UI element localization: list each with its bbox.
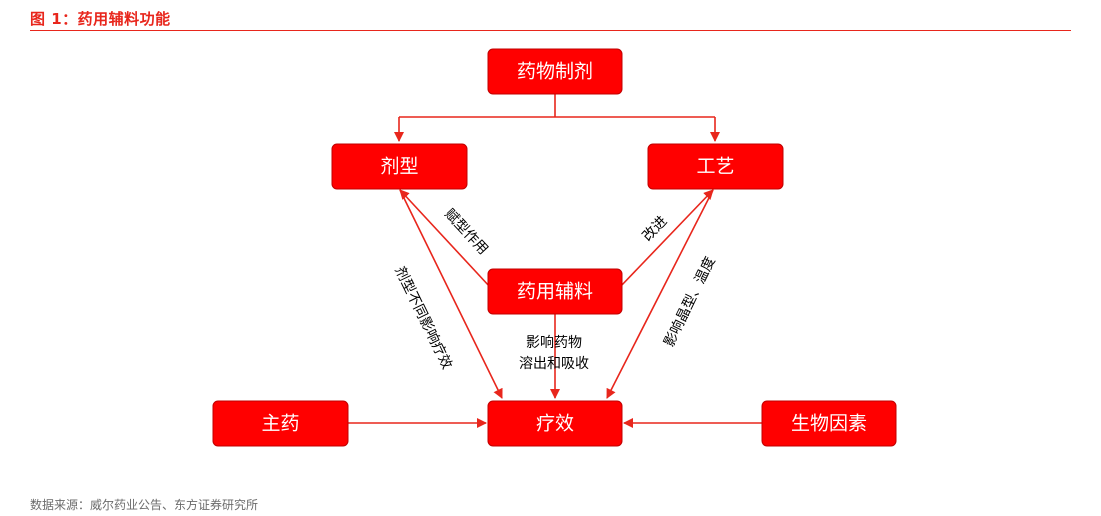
title-divider [30, 30, 1071, 31]
node-bio-factors: 生物因素 [761, 400, 897, 447]
figure-title: 图 1：药用辅料功能 [30, 10, 171, 28]
node-process-label: 工艺 [696, 156, 734, 178]
edge-process-to-efficacy [606, 189, 714, 399]
node-excipient-label: 药用辅料 [517, 281, 593, 303]
label-dissolution-line1: 影响药物 [526, 335, 582, 351]
label-dissolution-line2: 溶出和吸收 [519, 356, 589, 372]
label-form-affects: 剂型不同影响疗效 [391, 264, 454, 372]
node-main-drug-label: 主药 [261, 413, 299, 435]
node-dosage-form-label: 剂型 [380, 156, 418, 178]
node-excipient: 药用辅料 [487, 268, 623, 315]
node-process: 工艺 [647, 143, 784, 190]
node-dosage-product-label: 药物制剂 [517, 61, 593, 83]
node-efficacy: 疗效 [487, 400, 623, 447]
node-bio-factors-label: 生物因素 [791, 413, 867, 435]
edge-excipient-to-form [399, 189, 491, 288]
node-dosage-form: 剂型 [331, 143, 468, 190]
excipient-function-diagram: 赋型作用 改进 剂型不同影响疗效 影响晶型、温度 影响药物 溶出和吸收 药物制剂… [212, 48, 897, 447]
label-shaping: 赋型作用 [441, 206, 491, 258]
edges [348, 94, 762, 428]
edge-excipient-to-process [619, 189, 714, 288]
node-efficacy-label: 疗效 [536, 413, 574, 435]
data-source-note: 数据来源：威尔药业公告、东方证券研究所 [30, 498, 259, 512]
edge-product-split [399, 94, 715, 118]
node-main-drug: 主药 [212, 400, 349, 447]
label-crystal-temp: 影响晶型、温度 [661, 254, 718, 349]
node-dosage-product: 药物制剂 [487, 48, 623, 95]
edge-form-to-efficacy [399, 189, 503, 399]
